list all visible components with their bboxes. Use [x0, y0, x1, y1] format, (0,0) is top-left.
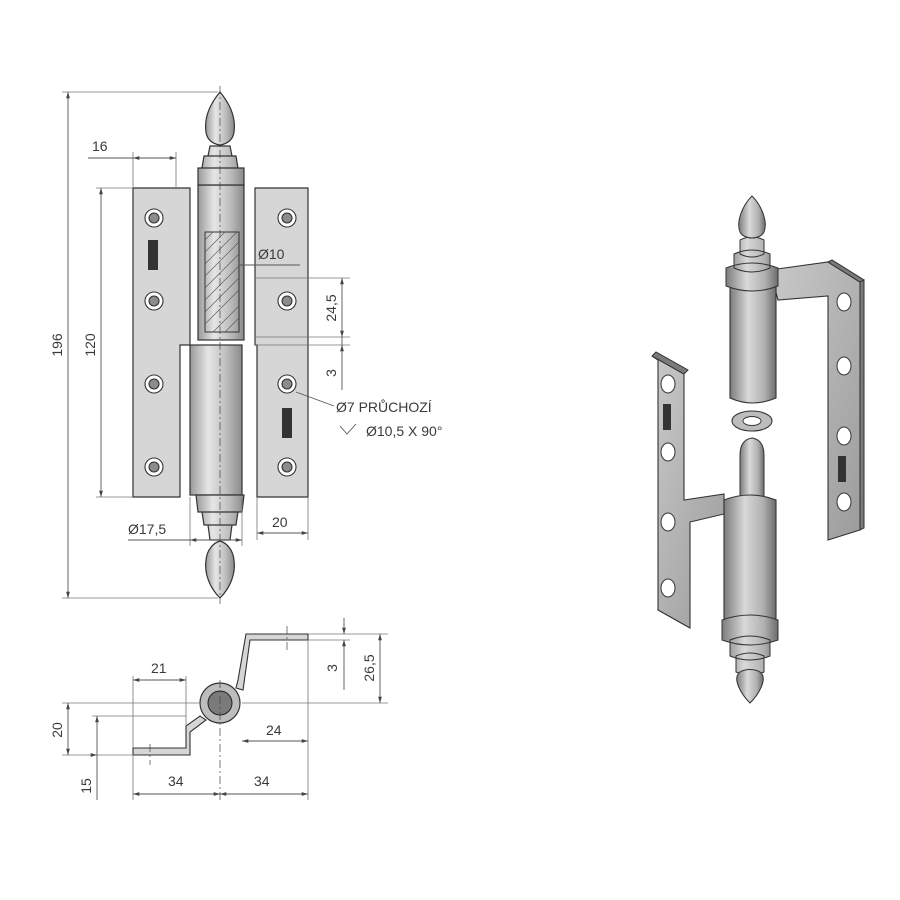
- bottom-collar: [195, 494, 245, 541]
- dim-hole-pitch: 24,5: [323, 294, 339, 321]
- hole-icon: [660, 374, 676, 394]
- stamp-mark-icon: [663, 404, 671, 430]
- dim-leaf-width: 20: [272, 514, 288, 530]
- dim-offset-right: 24: [266, 722, 282, 738]
- dim-step-3: 3: [324, 664, 340, 672]
- hole-note: Ø7 PRŮCHOZÍ: [336, 398, 432, 415]
- countersink-icon: [148, 212, 160, 224]
- left-leaf: [132, 187, 191, 498]
- dim-height-20: 20: [49, 722, 65, 738]
- iso-upper-barrel: [729, 279, 777, 404]
- pin-section-hatch: [204, 231, 240, 333]
- countersink-icon: [148, 295, 160, 307]
- countersink-icon: [281, 212, 293, 224]
- hinge-profile: [132, 715, 207, 756]
- hole-icon: [836, 426, 852, 446]
- iso-upper-holes: [836, 292, 852, 512]
- countersink-icon: [148, 461, 160, 473]
- countersink-note: Ø10,5 X 90°: [366, 423, 442, 439]
- iso-upper-leaf-edge: [826, 259, 866, 531]
- right-leaf: [254, 187, 309, 498]
- dim-leaf-offset: 16: [92, 138, 108, 154]
- dim-gap: 3: [323, 369, 339, 377]
- stamp-mark-icon: [838, 456, 846, 482]
- iso-lower-leaf-edge: [651, 351, 689, 375]
- dim-total-height: 196: [49, 333, 65, 357]
- upper-barrel: [197, 184, 245, 341]
- iso-lower-collar: [721, 614, 779, 676]
- dim-height-15: 15: [78, 778, 94, 794]
- hole-icon: [836, 292, 852, 312]
- iso-pin: [739, 437, 765, 507]
- dim-leaf-height: 120: [82, 333, 98, 357]
- iso-lower-finial: [736, 669, 764, 704]
- dim-pin-diameter: Ø10: [258, 246, 285, 262]
- iso-lower-barrel: [723, 494, 777, 626]
- hole-icon: [836, 356, 852, 376]
- hole-icon: [660, 442, 676, 462]
- top-view: 21 24 34 34 20 15 3 26,5: [49, 618, 388, 800]
- hinge-profile-upper: [235, 633, 309, 691]
- iso-upper-collar: [725, 236, 779, 292]
- dim-offset-left: 21: [151, 660, 167, 676]
- right-leaf-holes: [277, 208, 297, 477]
- hole-note-leader: [295, 391, 335, 407]
- hole-icon: [660, 512, 676, 532]
- iso-upper-finial: [738, 195, 766, 239]
- hole-icon: [836, 492, 852, 512]
- top-collar: [197, 145, 245, 186]
- dim-barrel-diameter: Ø17,5: [128, 521, 166, 537]
- pin-section: [204, 231, 240, 333]
- left-leaf-holes: [144, 208, 164, 477]
- dim-width-left: 34: [168, 773, 184, 789]
- dim-height-26-5: 26,5: [361, 654, 377, 681]
- stamp-mark-icon: [148, 240, 158, 270]
- iso-washer-hole: [742, 416, 762, 426]
- front-view: 196 120 16 Ø10 24,5 3 Ø7 PRŮCHOZÍ Ø10,5 …: [49, 86, 442, 604]
- countersink-icon: [281, 378, 293, 390]
- isometric-view: [651, 195, 866, 704]
- hole-icon: [660, 578, 676, 598]
- countersink-icon: [281, 295, 293, 307]
- countersink-icon: [148, 378, 160, 390]
- lower-barrel: [189, 344, 243, 496]
- stamp-mark-icon: [282, 408, 292, 438]
- countersink-icon: [281, 461, 293, 473]
- iso-lower-holes: [660, 374, 676, 598]
- dim-width-right: 34: [254, 773, 270, 789]
- countersink-symbol-icon: [339, 423, 357, 435]
